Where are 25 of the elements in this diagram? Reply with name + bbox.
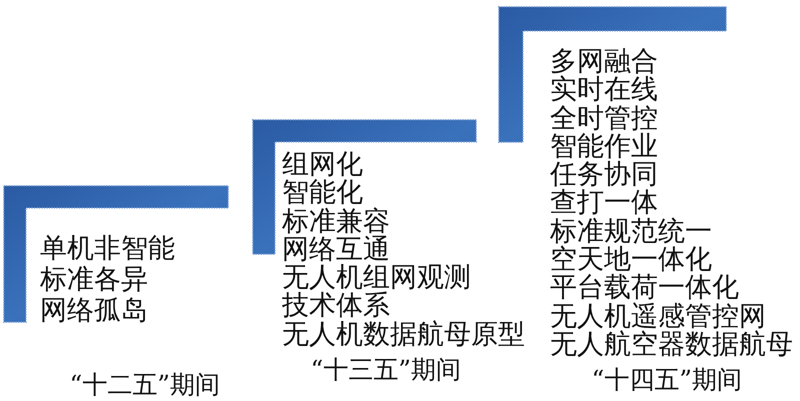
- list-item: 标准兼容: [282, 208, 390, 236]
- list-item: 查打一体: [550, 189, 658, 218]
- list-item: 单机非智能: [40, 232, 175, 264]
- step-bracket: [3, 185, 229, 326]
- list-item: 智能作业: [550, 132, 658, 162]
- list-item: 网络孤岛: [40, 294, 148, 326]
- list-item: 无人机遥感管控网: [550, 302, 766, 331]
- list-item: 平台载荷一体化: [550, 274, 739, 303]
- list-item: 网络互通: [282, 236, 390, 264]
- step-bracket: [252, 119, 525, 349]
- list-item: 空天地一体化: [550, 246, 712, 274]
- list-item: 组网化: [282, 151, 363, 180]
- period-caption: “十二五”期间: [70, 370, 220, 400]
- list-item: 标准规范统一: [550, 218, 712, 246]
- period-caption: “十三五”期间: [310, 355, 462, 385]
- period-caption: “十四五”期间: [592, 365, 742, 395]
- list-item: 多网融合: [550, 48, 658, 76]
- list-item: 无人机组网观测技术体系: [282, 264, 471, 321]
- list-item: 实时在线: [550, 76, 658, 105]
- list-item: 智能化: [282, 179, 363, 208]
- list-item: 任务协同: [550, 161, 658, 190]
- list-item: 无人航空器数据航母: [550, 331, 793, 360]
- list-item: 全时管控: [550, 104, 658, 133]
- list-item: 标准各异: [40, 264, 148, 294]
- list-item: 无人机数据航母原型: [282, 320, 525, 350]
